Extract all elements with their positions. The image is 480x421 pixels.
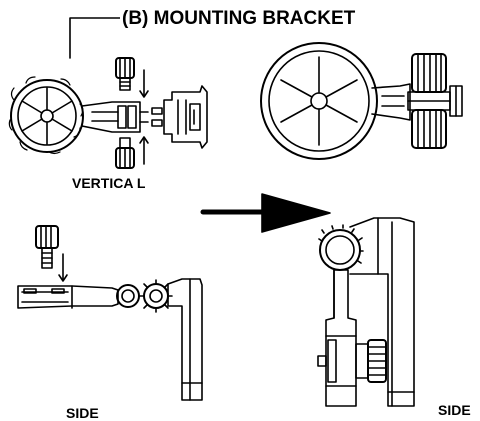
bracket-arm-assembled xyxy=(371,83,411,121)
mount-wheel-large xyxy=(260,42,378,160)
title-leader-line xyxy=(69,17,121,59)
side-label-right: SIDE xyxy=(438,402,471,418)
thumbscrew-assembled xyxy=(317,339,387,383)
bracket-arm-side xyxy=(17,285,119,309)
vertical-label: VERTICA L xyxy=(72,175,146,191)
bracket-arm-assembled-side xyxy=(325,269,357,407)
arrow-right-icon xyxy=(200,193,331,233)
page-title: (B) MOUNTING BRACKET xyxy=(120,8,358,29)
thumbscrew-side xyxy=(35,225,68,282)
mount-wheel-small xyxy=(8,76,84,155)
rotary-knob-side xyxy=(116,284,140,308)
side-mount-assembled xyxy=(317,217,415,407)
vertical-mount-assembled xyxy=(260,42,463,160)
side-label-left: SIDE xyxy=(66,405,99,421)
thumbscrew-bottom xyxy=(115,136,149,169)
rotary-knob-assembled xyxy=(318,224,364,271)
knob-assembly-top xyxy=(411,53,447,93)
gear-icon xyxy=(139,279,173,313)
mount-plate-side xyxy=(167,278,203,401)
bracket-arm-vertical xyxy=(81,101,149,133)
side-mount-exploded xyxy=(17,225,203,401)
knob-collar xyxy=(407,85,463,117)
mount-plate-assembled xyxy=(349,217,415,407)
knob-assembly-bottom xyxy=(411,109,447,149)
thumbscrew-top xyxy=(115,57,149,98)
vertical-mount-exploded xyxy=(8,57,208,169)
connector-pegs xyxy=(151,107,163,127)
mount-plate-vertical xyxy=(163,85,208,149)
